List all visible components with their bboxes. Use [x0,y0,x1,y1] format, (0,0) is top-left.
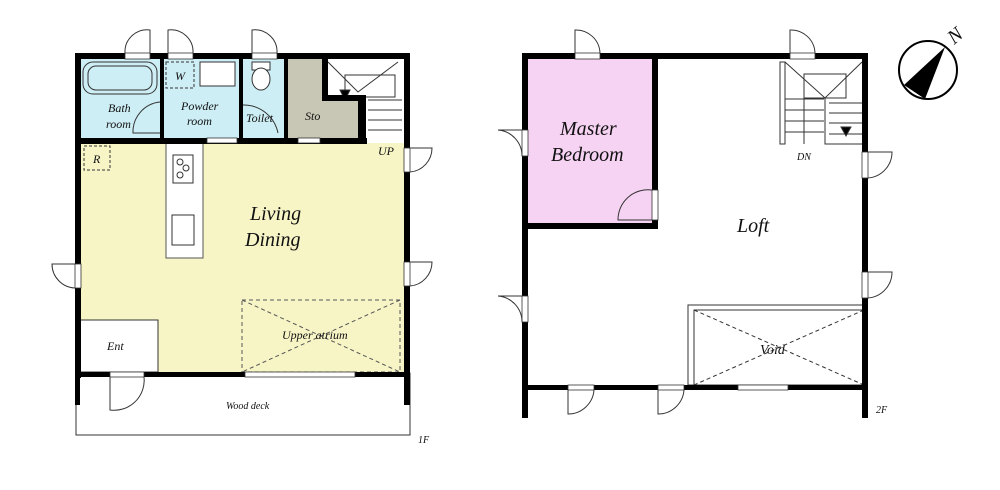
powder-room-label-2: room [187,114,212,128]
doors-2f [497,29,893,415]
doors-1f [51,29,433,411]
compass-icon: N [898,22,969,100]
wood-deck-label: Wood deck [226,401,270,412]
bathroom-label: Bath [108,101,131,115]
fridge-label: R [92,152,101,166]
powder-room-label: Powder [180,99,219,113]
wood-deck [75,372,411,436]
bathroom-label-2: room [106,117,131,131]
storage [288,58,358,138]
master-bedroom-label: Master [559,118,617,140]
master-bedroom [527,58,654,225]
toilet-label: Toilet [246,111,274,125]
stairs-down-label: DN [796,152,812,163]
kitchen-sink-icon [171,214,195,246]
atrium-label: Upper atrium [282,328,348,342]
compass-north-label: N [942,22,968,49]
dining-label: Dining [244,229,301,251]
living-label: Living [249,203,301,225]
fridge-space [83,145,111,171]
stairs-up-label: UP [378,144,395,158]
washbasin-icon [199,61,236,87]
washer-space [165,61,195,89]
storage-label: Sto [305,109,320,123]
void-label: Void [760,343,786,358]
staircase-2f [779,61,864,145]
washer-label: W [175,69,186,83]
bathtub-icon [82,61,158,95]
floor-label-2f: 2F [876,405,888,416]
loft-label: Loft [736,215,770,237]
master-bedroom-label-2: Bedroom [551,144,624,166]
floor-label-1f: 1F [418,435,430,446]
floor-1: Bath room Powder room W Toilet Sto UP R … [51,29,433,446]
arrow-down-icon [840,126,852,138]
walls-2f [522,53,868,418]
floor-2: Master Bedroom Loft DN Void 2F [497,29,893,418]
entrance-label: Ent [106,339,124,353]
